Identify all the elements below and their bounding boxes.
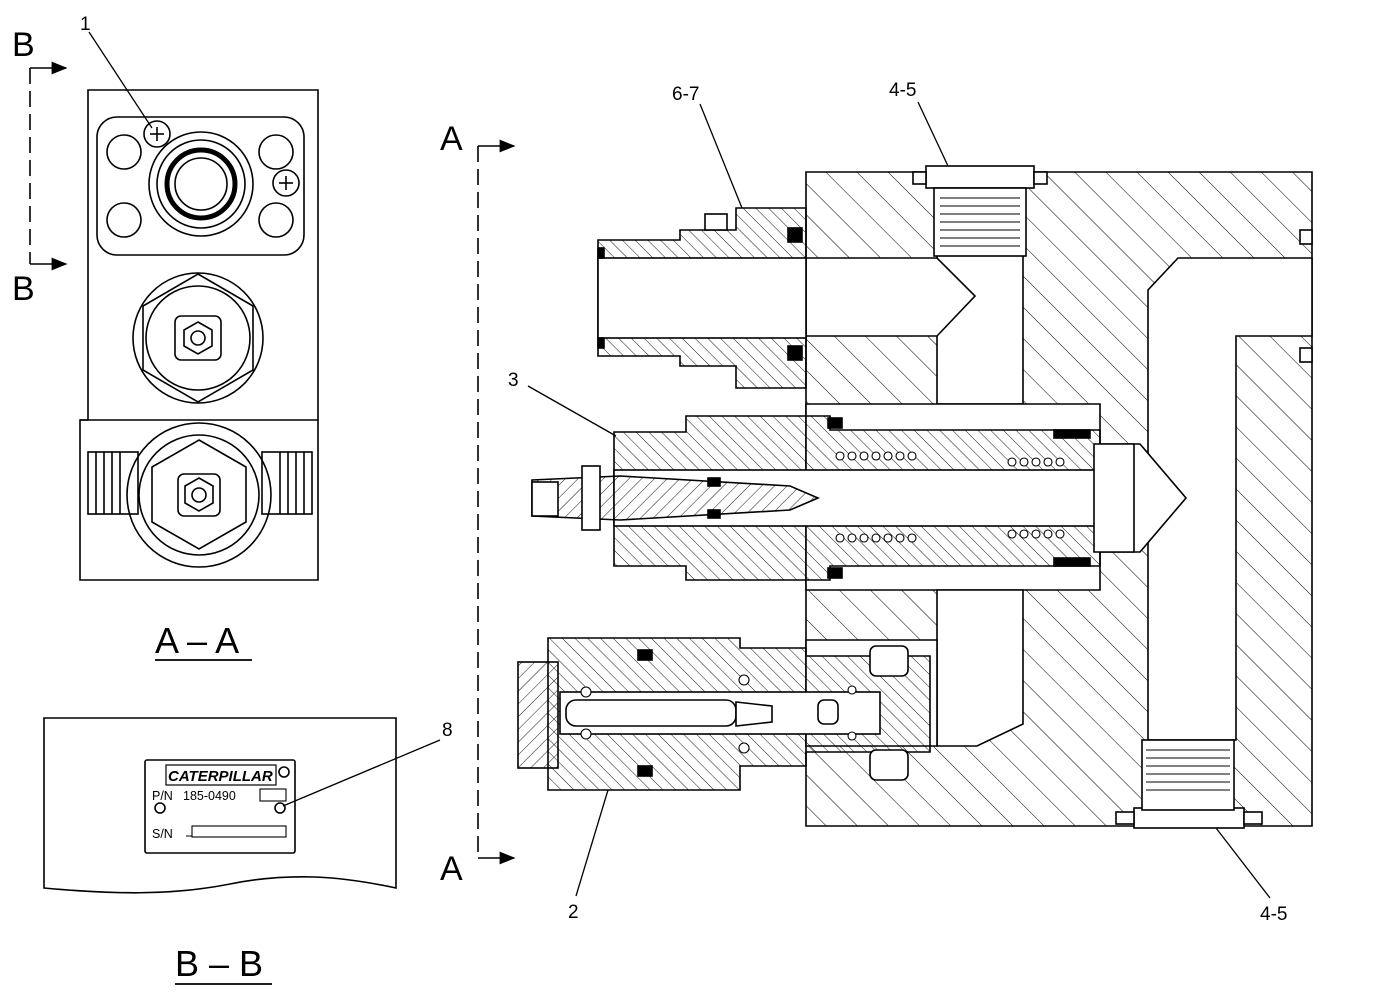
view-title-a-a: A – A [155, 620, 239, 661]
callout-8: 8 [442, 720, 453, 741]
leader-8 [282, 739, 441, 807]
bolt-hole [258, 134, 294, 170]
port-fitting [148, 131, 254, 237]
name-plate [144, 759, 296, 854]
flange-plate [96, 116, 305, 256]
relief-cartridge [531, 415, 1135, 581]
body-breakaway [43, 717, 397, 894]
leader-6-7 [699, 103, 743, 209]
bolt-hole [106, 134, 142, 170]
top-port-plug [912, 165, 1048, 257]
section-line-a [477, 139, 516, 865]
leader-4-5-bottom [1215, 827, 1271, 899]
view-b-b [43, 717, 441, 894]
plate-sn-label: S/N [152, 827, 173, 841]
section-a-top: A [440, 120, 463, 158]
hex-cartridge [126, 422, 272, 568]
callout-6-7: 6-7 [672, 84, 699, 105]
callout-4-5-top: 4-5 [889, 80, 916, 101]
screw-icon [143, 120, 171, 148]
bolt-hole [258, 202, 294, 238]
callout-1: 1 [80, 14, 91, 35]
leader-3 [527, 385, 617, 437]
view-a-a [79, 31, 319, 581]
plate-pn-label: P/N [152, 789, 173, 803]
section-b-bottom: B [12, 270, 35, 308]
main-section-view [517, 101, 1313, 899]
bottom-port-plug [1115, 739, 1263, 829]
leader-4-5-top [917, 101, 949, 167]
plate-pn-value: 185-0490 [183, 789, 236, 803]
view-title-b-b: B – B [175, 943, 263, 984]
section-b-top: B [12, 26, 35, 64]
section-line-b [29, 61, 68, 271]
leader-2 [575, 789, 609, 897]
screw-icon [272, 169, 300, 197]
hex-plug [132, 272, 264, 404]
leader-1 [88, 31, 153, 129]
callout-4-5-bottom: 4-5 [1260, 904, 1287, 925]
side-ports [87, 451, 313, 515]
check-cartridge [517, 637, 931, 791]
bolt-hole [106, 202, 142, 238]
callout-3: 3 [508, 370, 519, 391]
callout-2: 2 [568, 902, 579, 923]
plate-brand: CATERPILLAR [168, 768, 273, 785]
section-a-bottom: A [440, 850, 463, 888]
flange-fitting [597, 207, 807, 389]
valve-body-outline [79, 89, 319, 581]
